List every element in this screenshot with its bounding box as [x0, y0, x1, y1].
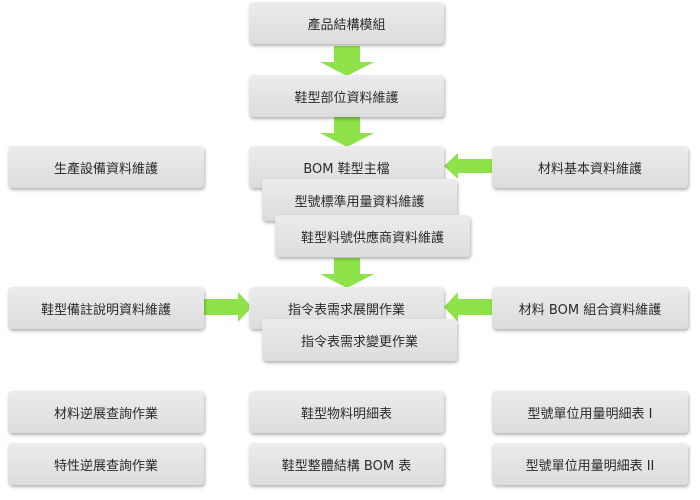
material-reverse-query-label: 材料逆展查詢作業 — [53, 406, 158, 422]
model-unit-usage-detail-2-box[interactable]: 型號單位用量明細表 II — [492, 443, 688, 485]
shoe-remark-maintenance-label: 鞋型備註說明資料維護 — [40, 302, 171, 318]
product-structure-module-box[interactable]: 產品結構模組 — [249, 2, 444, 44]
model-standard-usage-maintenance-label: 型號標準用量資料維護 — [294, 194, 425, 210]
production-equipment-maintenance-label: 生產設備資料維護 — [53, 161, 158, 177]
material-bom-combo-maintenance-label: 材料 BOM 組合資料維護 — [518, 302, 662, 318]
model-unit-usage-detail-1-box[interactable]: 型號單位用量明細表 I — [492, 391, 688, 433]
shoe-part-maintenance-box[interactable]: 鞋型部位資料維護 — [249, 75, 444, 117]
model-unit-usage-detail-2-label: 型號單位用量明細表 II — [525, 458, 655, 474]
order-demand-change-box[interactable]: 指令表需求變更作業 — [262, 319, 457, 361]
arrow-down-3 — [320, 258, 374, 288]
material-bom-combo-maintenance-box[interactable]: 材料 BOM 組合資料維護 — [492, 287, 688, 329]
material-basic-maintenance-box[interactable]: 材料基本資料維護 — [492, 146, 688, 188]
product-structure-module-label: 產品結構模組 — [307, 17, 386, 33]
shoe-material-detail-box[interactable]: 鞋型物料明細表 — [249, 391, 444, 433]
shoe-full-bom-label: 鞋型整體結構 BOM 表 — [281, 458, 412, 474]
material-reverse-query-box[interactable]: 材料逆展查詢作業 — [8, 391, 204, 433]
material-basic-maintenance-label: 材料基本資料維護 — [537, 161, 642, 177]
model-standard-usage-maintenance-box[interactable]: 型號標準用量資料維護 — [262, 179, 457, 221]
arrow-down-2 — [320, 117, 374, 147]
arrow-right-shoe-remark — [204, 292, 252, 322]
shoe-remark-maintenance-box[interactable]: 鞋型備註說明資料維護 — [8, 287, 204, 329]
order-demand-expand-label: 指令表需求展開作業 — [287, 302, 405, 318]
feature-reverse-query-label: 特性逆展查詢作業 — [53, 458, 158, 474]
feature-reverse-query-box[interactable]: 特性逆展查詢作業 — [8, 443, 204, 485]
production-equipment-maintenance-box[interactable]: 生產設備資料維護 — [8, 146, 204, 188]
arrow-left-material-basic — [444, 153, 492, 179]
arrow-left-material-bom — [444, 292, 492, 322]
bom-shoe-master-label: BOM 鞋型主檔 — [303, 161, 390, 177]
arrow-down-1 — [320, 46, 374, 76]
model-unit-usage-detail-1-label: 型號單位用量明細表 I — [527, 406, 653, 422]
shoe-material-detail-label: 鞋型物料明細表 — [300, 406, 392, 422]
shoe-full-bom-box[interactable]: 鞋型整體結構 BOM 表 — [249, 443, 444, 485]
shoe-material-supplier-maintenance-box[interactable]: 鞋型料號供應商資料維護 — [275, 215, 470, 257]
shoe-material-supplier-maintenance-label: 鞋型料號供應商資料維護 — [300, 230, 444, 246]
order-demand-change-label: 指令表需求變更作業 — [300, 334, 418, 350]
shoe-part-maintenance-label: 鞋型部位資料維護 — [294, 90, 399, 106]
